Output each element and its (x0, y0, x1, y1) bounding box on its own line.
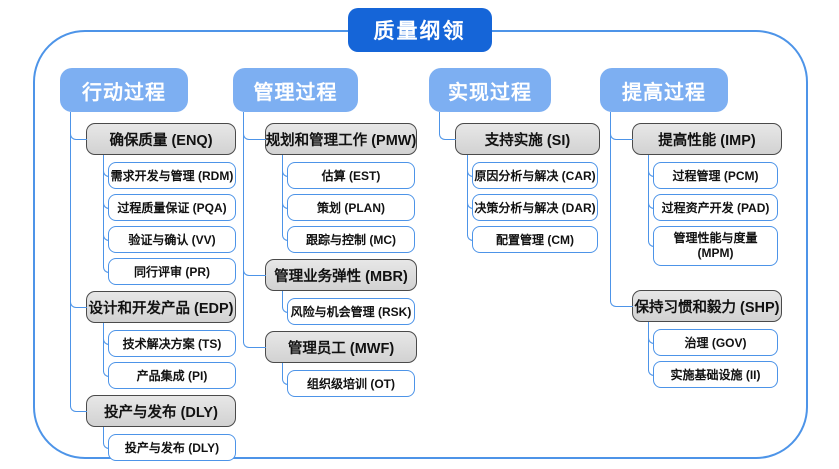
group-branch: 确保质量 (ENQ) 需求开发与管理 (RDM) 过程质量保证 (PQA) 验证与确认… (70, 112, 236, 285)
child-branch: 原因分析与解决 (CAR) (467, 155, 600, 189)
column-header: 实现过程 (429, 68, 551, 112)
child-branch: 需求开发与管理 (RDM) (103, 155, 236, 189)
child-branch: 过程资产开发 (PAD) (648, 189, 782, 221)
child-branch: 管理性能与度量 (MPM) (648, 221, 782, 266)
child-node: 技术解决方案 (TS) (108, 330, 236, 357)
child-branch: 决策分析与解决 (DAR) (467, 189, 600, 221)
child-list: 原因分析与解决 (CAR) 决策分析与解决 (DAR) 配置管理 (CM) (467, 155, 600, 253)
child-branch: 配置管理 (CM) (467, 221, 600, 253)
group-node: 保持习惯和毅力 (SHP) (632, 290, 782, 322)
group-branch: 规划和管理工作 (PMW) 估算 (EST) 策划 (PLAN) 跟踪与控制 (MC) (243, 112, 417, 253)
child-node: 策划 (PLAN) (287, 194, 415, 221)
child-list: 组织级培训 (OT) (282, 363, 417, 397)
group-node: 设计和开发产品 (EDP) (86, 291, 236, 323)
child-list: 技术解决方案 (TS) 产品集成 (PI) (103, 323, 236, 389)
child-node: 管理性能与度量 (MPM) (653, 226, 778, 266)
diagram-title: 质量纲领 (347, 8, 492, 52)
group-branch: 管理员工 (MWF) 组织级培训 (OT) (243, 325, 417, 397)
group-node: 管理员工 (MWF) (265, 331, 417, 363)
child-branch: 组织级培训 (OT) (282, 363, 417, 397)
child-node: 治理 (GOV) (653, 329, 778, 356)
child-node: 组织级培训 (OT) (287, 370, 415, 397)
group-list: 支持实施 (SI) 原因分析与解决 (CAR) 决策分析与解决 (DAR) 配置管理 … (439, 112, 600, 253)
group-branch: 投产与发布 (DLY) 投产与发布 (DLY) (70, 389, 236, 461)
group-branch: 设计和开发产品 (EDP) 技术解决方案 (TS) 产品集成 (PI) (70, 285, 236, 389)
process-column: 提高过程提高性能 (IMP) 过程管理 (PCM) 过程资产开发 (PAD) 管理性能… (600, 68, 782, 388)
child-list: 治理 (GOV) 实施基础设施 (II) (648, 322, 782, 388)
child-branch: 技术解决方案 (TS) (103, 323, 236, 357)
child-node: 风险与机会管理 (RSK) (287, 298, 415, 325)
group-branch: 管理业务弹性 (MBR) 风险与机会管理 (RSK) (243, 253, 417, 325)
group-list: 提高性能 (IMP) 过程管理 (PCM) 过程资产开发 (PAD) 管理性能与度量 … (610, 112, 782, 388)
child-node: 估算 (EST) (287, 162, 415, 189)
child-branch: 产品集成 (PI) (103, 357, 236, 389)
child-node: 投产与发布 (DLY) (108, 434, 236, 461)
child-branch: 同行评审 (PR) (103, 253, 236, 285)
column-header: 管理过程 (233, 68, 358, 112)
child-branch: 风险与机会管理 (RSK) (282, 291, 417, 325)
column-header: 提高过程 (600, 68, 728, 112)
child-branch: 过程管理 (PCM) (648, 155, 782, 189)
process-column: 管理过程规划和管理工作 (PMW) 估算 (EST) 策划 (PLAN) 跟踪与控制 … (233, 68, 417, 397)
child-branch: 治理 (GOV) (648, 322, 782, 356)
column-header: 行动过程 (60, 68, 188, 112)
group-list: 确保质量 (ENQ) 需求开发与管理 (RDM) 过程质量保证 (PQA) 验证与确认… (70, 112, 236, 461)
child-branch: 策划 (PLAN) (282, 189, 417, 221)
group-branch: 支持实施 (SI) 原因分析与解决 (CAR) 决策分析与解决 (DAR) 配置管理 … (439, 112, 600, 253)
child-branch: 实施基础设施 (II) (648, 356, 782, 388)
process-column: 行动过程确保质量 (ENQ) 需求开发与管理 (RDM) 过程质量保证 (PQA) 验… (60, 68, 236, 461)
child-branch: 估算 (EST) (282, 155, 417, 189)
process-column: 实现过程支持实施 (SI) 原因分析与解决 (CAR) 决策分析与解决 (DAR) 配… (429, 68, 600, 253)
child-node: 验证与确认 (VV) (108, 226, 236, 253)
child-branch: 投产与发布 (DLY) (103, 427, 236, 461)
child-list: 过程管理 (PCM) 过程资产开发 (PAD) 管理性能与度量 (MPM) (648, 155, 782, 266)
child-node: 需求开发与管理 (RDM) (108, 162, 236, 189)
child-node: 过程质量保证 (PQA) (108, 194, 236, 221)
child-list: 风险与机会管理 (RSK) (282, 291, 417, 325)
group-node: 管理业务弹性 (MBR) (265, 259, 417, 291)
child-node: 同行评审 (PR) (108, 258, 236, 285)
child-node: 决策分析与解决 (DAR) (472, 194, 598, 221)
group-node: 投产与发布 (DLY) (86, 395, 236, 427)
group-branch: 保持习惯和毅力 (SHP) 治理 (GOV) 实施基础设施 (II) (610, 266, 782, 388)
child-node: 产品集成 (PI) (108, 362, 236, 389)
group-node: 提高性能 (IMP) (632, 123, 782, 155)
child-list: 估算 (EST) 策划 (PLAN) 跟踪与控制 (MC) (282, 155, 417, 253)
child-list: 需求开发与管理 (RDM) 过程质量保证 (PQA) 验证与确认 (VV) 同行评审 … (103, 155, 236, 285)
group-branch: 提高性能 (IMP) 过程管理 (PCM) 过程资产开发 (PAD) 管理性能与度量 … (610, 112, 782, 266)
child-node: 配置管理 (CM) (472, 226, 598, 253)
child-node: 跟踪与控制 (MC) (287, 226, 415, 253)
child-node: 实施基础设施 (II) (653, 361, 778, 388)
child-branch: 跟踪与控制 (MC) (282, 221, 417, 253)
group-list: 规划和管理工作 (PMW) 估算 (EST) 策划 (PLAN) 跟踪与控制 (MC)… (243, 112, 417, 397)
child-node: 过程资产开发 (PAD) (653, 194, 778, 221)
child-node: 过程管理 (PCM) (653, 162, 778, 189)
child-node: 原因分析与解决 (CAR) (472, 162, 598, 189)
child-branch: 过程质量保证 (PQA) (103, 189, 236, 221)
child-branch: 验证与确认 (VV) (103, 221, 236, 253)
group-node: 支持实施 (SI) (455, 123, 600, 155)
group-node: 规划和管理工作 (PMW) (265, 123, 417, 155)
child-list: 投产与发布 (DLY) (103, 427, 236, 461)
group-node: 确保质量 (ENQ) (86, 123, 236, 155)
